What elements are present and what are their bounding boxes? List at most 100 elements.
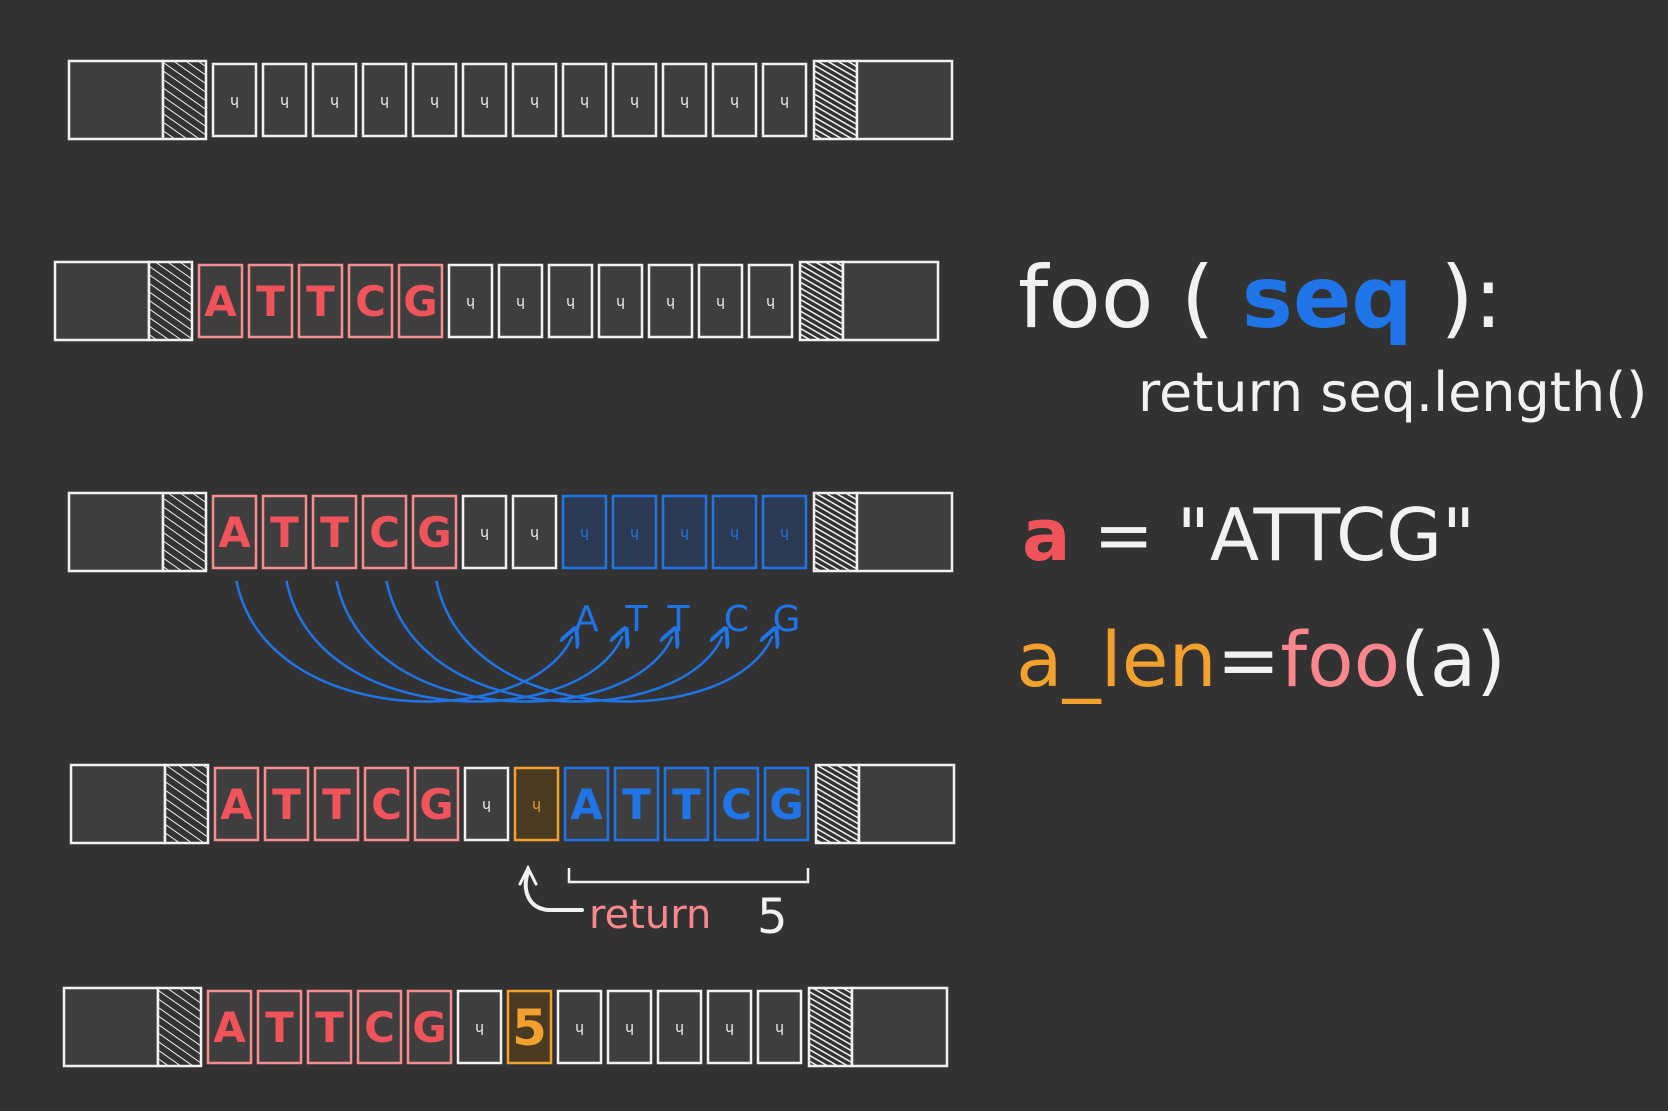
memory-cell-value: ɥ: [680, 93, 689, 109]
memory-cell-value: T: [622, 780, 651, 829]
memory-cell-value: A: [218, 508, 251, 557]
copy-arrow: [385, 580, 723, 703]
memory-cell: [706, 989, 753, 1065]
memory-cell: [206, 989, 253, 1065]
memory-cell-value: ɥ: [680, 525, 689, 541]
memory-cell-value: ɥ: [780, 525, 789, 541]
right-block: [857, 763, 956, 845]
memory-cell: [506, 989, 553, 1065]
memory-cell-value: ɥ: [475, 1020, 484, 1036]
memory-cell: [356, 989, 403, 1065]
memory-cell-value: ɥ: [575, 1020, 584, 1036]
return-annotation: return 5: [518, 864, 810, 945]
memory-cell: [713, 766, 760, 842]
return-hook-tip: [518, 864, 538, 886]
right-hatch-block: [814, 763, 861, 845]
memory-cell-value: ɥ: [766, 294, 775, 310]
left-block: [53, 260, 151, 342]
return-bracket: [567, 868, 810, 884]
memory-cell-value: ɥ: [466, 294, 475, 310]
return-hook-arrow: [523, 870, 584, 912]
memory-cell: [256, 989, 303, 1065]
memory-cell: [413, 766, 460, 842]
memory-cell-value: ɥ: [730, 93, 739, 109]
memory-cell-value: ɥ: [625, 1020, 634, 1036]
memory-cell: [611, 62, 658, 138]
memory-cell: [756, 989, 803, 1065]
left-hatch-block: [147, 260, 194, 342]
memory-cell-value: ɥ: [716, 294, 725, 310]
memory-cell: [663, 766, 710, 842]
memory-cell-value: ɥ: [480, 525, 489, 541]
memory-cell-value: ɥ: [532, 797, 541, 813]
memory-cell: [306, 989, 353, 1065]
memory-cell: [497, 263, 544, 339]
right-block: [841, 260, 940, 342]
memory-cell: [597, 263, 644, 339]
memory-cell-value: A: [213, 1003, 246, 1052]
memory-cell: [263, 766, 310, 842]
memory-cell-value: C: [369, 508, 400, 557]
memory-cell: [347, 263, 394, 339]
memory-cell: [656, 989, 703, 1065]
memory-cell-value: ɥ: [666, 294, 675, 310]
left-block: [69, 763, 167, 845]
memory-cell: [406, 989, 453, 1065]
memory-cell: [613, 766, 660, 842]
memory-cell: [463, 766, 510, 842]
memory-cell-value: G: [419, 780, 453, 829]
memory-cell: [211, 62, 258, 138]
copy-arrow: [435, 580, 773, 703]
memory-cell-value: ɥ: [566, 294, 575, 310]
memory-cell: [697, 263, 744, 339]
memory-cell-value: ɥ: [482, 797, 491, 813]
memory-cell-value: A: [220, 780, 253, 829]
right-hatch-block: [812, 491, 859, 573]
memory-cell-value: ɥ: [530, 93, 539, 109]
memory-cell: [261, 62, 308, 138]
memory-cell: [247, 263, 294, 339]
memory-cell-value: T: [315, 1003, 344, 1052]
memory-cell-value: T: [272, 780, 301, 829]
memory-cell-value: G: [403, 277, 437, 326]
memory-cell-value: ɥ: [480, 93, 489, 109]
memory-cell-value: T: [306, 277, 335, 326]
memory-cell: [547, 263, 594, 339]
memory-cell-value: ɥ: [725, 1020, 734, 1036]
memory-cell: [661, 62, 708, 138]
right-hatch-block: [807, 986, 854, 1068]
right-hatch-block: [812, 59, 859, 141]
memory-cell-value: T: [270, 508, 299, 557]
return-value: 5: [757, 889, 788, 945]
memory-cell: [297, 263, 344, 339]
memory-cell: [361, 62, 408, 138]
right-block: [855, 491, 954, 573]
left-hatch-block: [163, 763, 210, 845]
memory-cell: [447, 263, 494, 339]
memory-cell-value: C: [364, 1003, 395, 1052]
memory-cell: [211, 494, 258, 570]
left-block: [67, 491, 165, 573]
copy-letter: A: [574, 599, 599, 640]
memory-cell: [311, 494, 358, 570]
memory-cell: [456, 989, 503, 1065]
memory-cell-value: ɥ: [430, 93, 439, 109]
memory-cell-value: ɥ: [516, 294, 525, 310]
copy-letter: C: [724, 599, 749, 640]
memory-cell: [511, 62, 558, 138]
memory-cell-value: G: [417, 508, 451, 557]
copy-arrow: [285, 580, 623, 703]
memory-cell: [513, 766, 560, 842]
memory-cell-value: ɥ: [675, 1020, 684, 1036]
memory-cell: [363, 766, 410, 842]
memory-cell-value: ɥ: [580, 93, 589, 109]
memory-cell: [647, 263, 694, 339]
memory-cell-value: T: [322, 780, 351, 829]
memory-cell-value: ɥ: [775, 1020, 784, 1036]
memory-cell: [661, 494, 708, 570]
